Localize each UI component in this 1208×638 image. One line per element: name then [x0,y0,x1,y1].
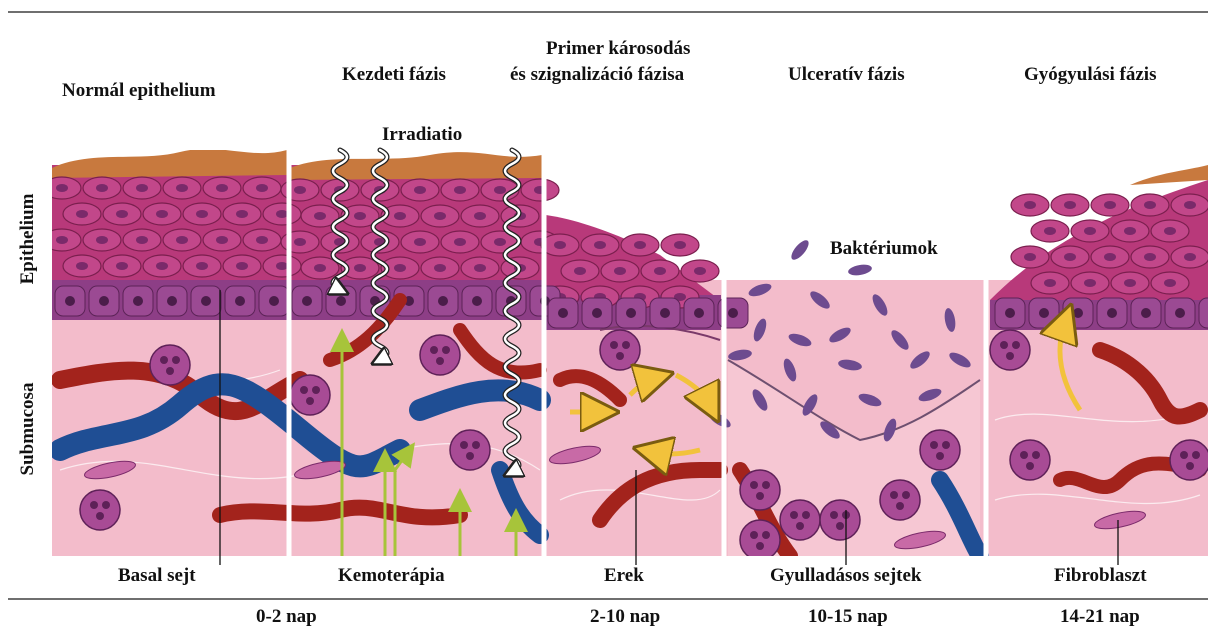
title-initial-phase: Kezdeti fázis [342,62,446,88]
timeline-2-10: 2-10 nap [590,606,660,628]
layer-label-epithelium: Epithelium [17,189,39,289]
label-inflammatory-cells: Gyulladásos sejtek [770,565,922,587]
title-ulcerative-phase: Ulceratív fázis [788,62,905,88]
title-healing-phase: Gyógyulási fázis [1024,62,1156,88]
irradiation-label: Irradiatio [382,124,462,146]
label-chemotherapy: Kemoterápia [338,565,445,587]
timeline-0-2: 0-2 nap [256,606,317,628]
bacteria-label: Baktériumok [828,238,940,260]
timeline-14-21: 14-21 nap [1060,606,1140,628]
timeline-10-15: 10-15 nap [808,606,888,628]
label-fibroblast: Fibroblaszt [1054,565,1147,587]
title-primary-damage-line1: Primer károsodás [546,36,690,62]
label-vessels: Erek [604,565,644,587]
bottom-rule [8,598,1208,600]
title-primary-damage-line2: és szignalizáció fázisa [510,62,684,88]
label-basal-cell: Basal sejt [118,565,196,587]
title-normal-epithelium: Normál epithelium [62,78,216,104]
layer-label-submucosa: Submucosa [17,379,39,479]
